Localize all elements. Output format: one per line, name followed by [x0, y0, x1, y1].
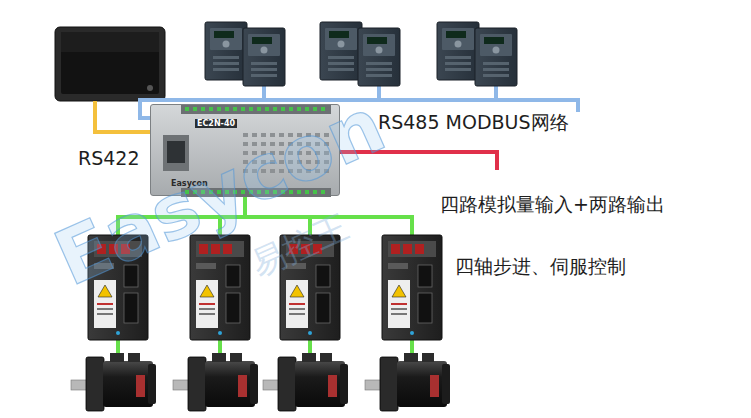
brand-label: Easycon	[169, 179, 210, 188]
bus-label: RS485 MODBUS网络	[378, 112, 569, 134]
model-label: EC2N-40	[195, 119, 237, 128]
io-label: 四路模拟量输入+两路输出	[440, 194, 665, 216]
plc-controller: EC2N-40Easycon	[150, 104, 340, 196]
bus-label: RS422	[78, 148, 140, 170]
watermark: 易控王	[245, 207, 354, 284]
motion-label: 四轴步进、伺服控制	[455, 256, 626, 278]
